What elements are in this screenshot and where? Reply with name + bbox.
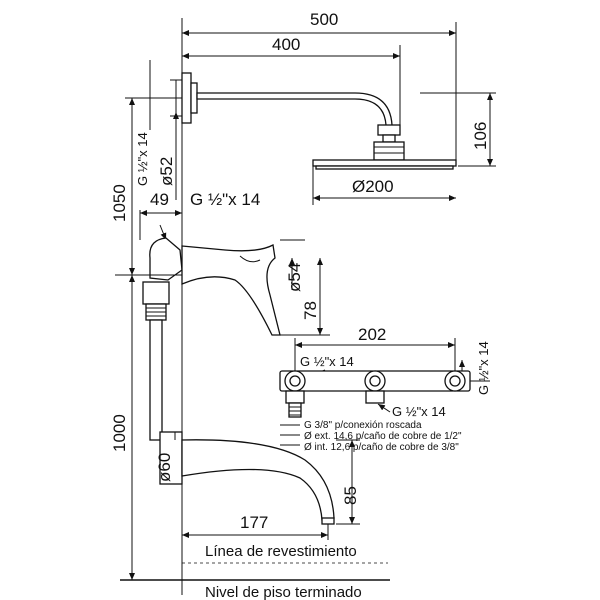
shower-arm bbox=[181, 72, 405, 161]
dim-200-label: Ø200 bbox=[352, 177, 394, 196]
note-line-3: Ø int. 12,6 p/caño de cobre de 3/8" bbox=[304, 442, 459, 453]
floor-line-label: Nivel de piso terminado bbox=[205, 584, 362, 600]
dim-400-label: 400 bbox=[272, 35, 300, 54]
tub-spout bbox=[159, 431, 335, 525]
note-line-1: G 3/8" p/conexión roscada bbox=[304, 420, 422, 431]
dim-202-label: 202 bbox=[358, 325, 386, 344]
dim-49-label: 49 bbox=[150, 190, 169, 209]
dim-54-label: ø54 bbox=[285, 263, 304, 292]
thread-valve-bottom-label: G ½"x 14 bbox=[392, 404, 446, 419]
thread-valve-right-label: G ½"x 14 bbox=[476, 341, 491, 395]
note-line-2: Ø ext. 14,6 p/caño de cobre de 1/2" bbox=[304, 431, 462, 442]
dim-1000-label: 1000 bbox=[110, 414, 129, 452]
dim-1050-label: 1050 bbox=[110, 184, 129, 222]
dim-500-label: 500 bbox=[310, 10, 338, 29]
dim-52-label: ø52 bbox=[157, 157, 176, 186]
dim-106-label: 106 bbox=[471, 122, 490, 150]
dim-177-label: 177 bbox=[240, 513, 268, 532]
dim-85-label: 85 bbox=[341, 486, 360, 505]
thread-top-label: G ½"x 14 bbox=[135, 132, 150, 186]
finish-line-label: Línea de revestimiento bbox=[205, 543, 357, 560]
thread-valve-left-label: G ½"x 14 bbox=[300, 354, 354, 369]
dim-60-label: ø60 bbox=[155, 453, 174, 482]
dim-78-label: 78 bbox=[301, 301, 320, 320]
thread-spout-label: G ½"x 14 bbox=[190, 190, 260, 209]
upper-spout bbox=[142, 237, 281, 441]
valve-body bbox=[279, 370, 471, 418]
shower-head bbox=[312, 159, 457, 170]
